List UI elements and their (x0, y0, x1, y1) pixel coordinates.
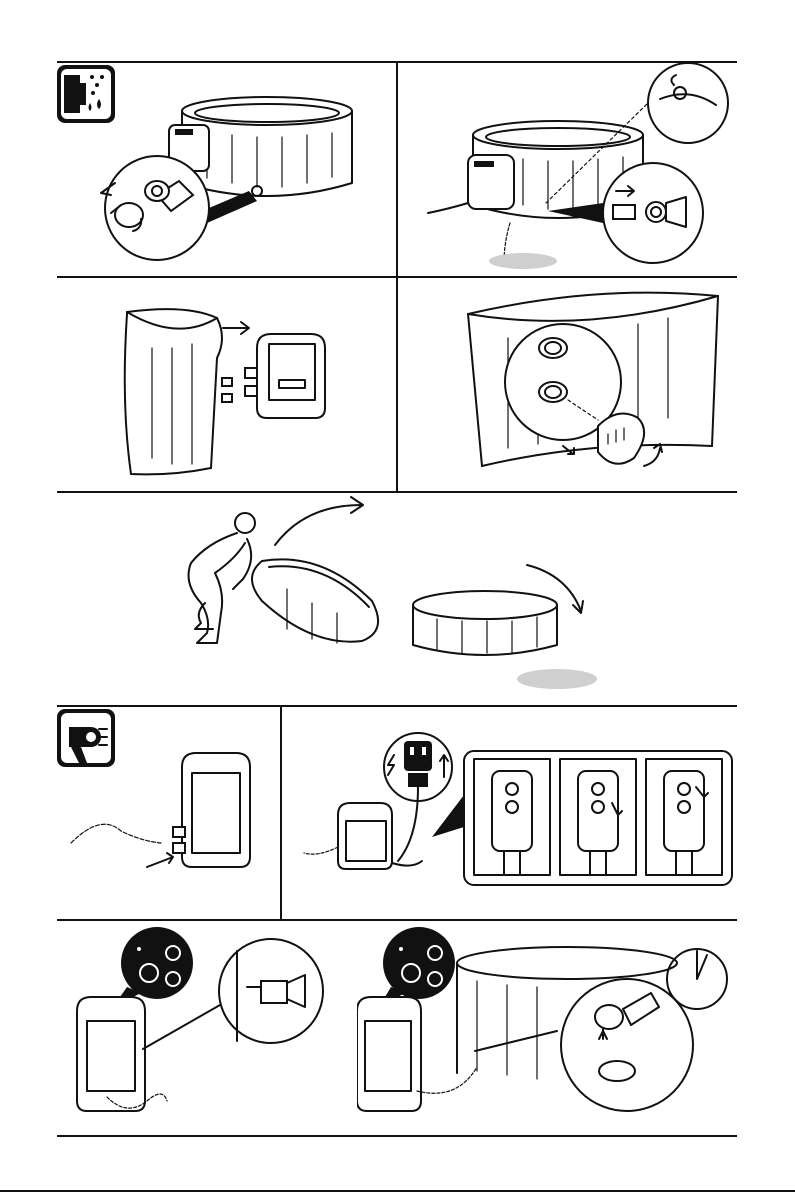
water-puddle (489, 253, 557, 269)
three-dots-mode-icon (113, 927, 193, 1007)
right-arrow (223, 322, 249, 334)
step-pump-control-buttons (282, 707, 737, 919)
top-valve-zoom (648, 63, 728, 143)
step-dry-hose-connector (357, 921, 737, 1135)
person (189, 513, 255, 643)
remote-off (474, 759, 550, 875)
step-drain-tub (57, 63, 396, 276)
pointer-line (475, 1031, 557, 1051)
pump-unit (304, 803, 422, 869)
flipped-tub (413, 591, 557, 655)
rotate-arrow (644, 444, 662, 466)
drain-icon (57, 65, 115, 123)
remote-press-2 (646, 759, 722, 875)
pump-unit (77, 997, 167, 1111)
hair-dryer-icon (57, 709, 115, 767)
step-detach-pump (57, 278, 396, 491)
step-tip-tub (57, 493, 737, 705)
pump-unit (173, 753, 250, 867)
spa-wall (125, 309, 232, 474)
lift-arrow (275, 497, 363, 545)
clock-icon (667, 949, 727, 1009)
step-connect-pump-hose (57, 921, 357, 1135)
step-dry-pump (57, 707, 280, 919)
tilted-tub (252, 559, 378, 643)
control-panel-frame (464, 751, 732, 885)
remote-press-1 (560, 759, 636, 875)
connector-cap (598, 414, 644, 464)
drain-valve-zoom (101, 156, 262, 260)
water-puddle (517, 669, 597, 689)
plug-icon (384, 733, 452, 861)
pump-unit (245, 334, 325, 418)
step-remove-connector-caps (398, 278, 737, 491)
pump-unit (428, 155, 514, 213)
pump-unit (357, 997, 477, 1111)
hose (71, 824, 161, 843)
step-open-drain-valve (398, 63, 737, 276)
pointer-line (143, 1001, 227, 1049)
pointer (432, 795, 464, 837)
valve-zoom (219, 939, 323, 1043)
insert-arrow (147, 853, 173, 867)
bottom-rule (57, 1135, 737, 1137)
three-dots-mode-icon (379, 927, 455, 1007)
